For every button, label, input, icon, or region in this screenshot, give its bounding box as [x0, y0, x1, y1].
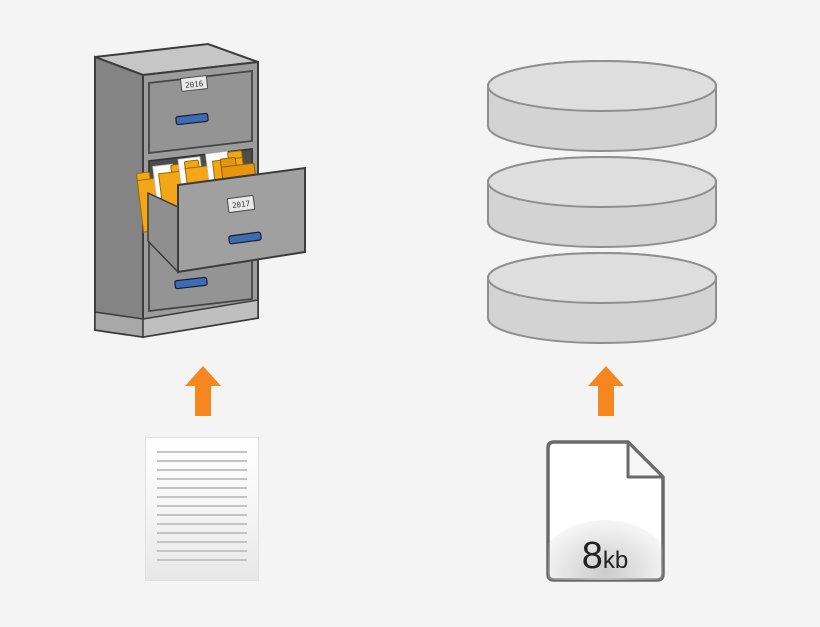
document-icon	[145, 437, 259, 581]
top-drawer-label: 2016	[185, 79, 204, 90]
open-drawer-front	[177, 166, 306, 274]
file-size-label: 8kb	[582, 535, 629, 577]
document-text-lines	[157, 451, 247, 565]
folded-corner	[626, 440, 665, 479]
cabinet-side-face	[94, 55, 144, 339]
file-size-icon: 8kb	[546, 440, 665, 582]
bottom-drawer-handle	[174, 276, 208, 290]
file-size-unit: kb	[603, 547, 628, 574]
top-drawer-handle	[175, 112, 209, 126]
database-segment-top	[487, 60, 717, 152]
open-drawer-label: 2017	[232, 199, 251, 210]
database-icon	[487, 60, 717, 344]
up-arrow-icon	[588, 366, 624, 416]
open-drawer-label-plate: 2017	[226, 194, 256, 214]
file-size-value: 8	[582, 535, 603, 577]
filing-cabinet-icon: 2016	[94, 42, 306, 339]
up-arrow-icon	[185, 366, 221, 416]
open-drawer-handle	[228, 231, 262, 245]
cabinet-base-front	[142, 299, 259, 338]
database-segment-middle	[487, 156, 717, 248]
file-shading	[548, 520, 663, 580]
open-drawer: 2017	[177, 166, 306, 274]
top-drawer: 2016	[148, 69, 253, 155]
up-arrow-shape	[588, 366, 624, 416]
up-arrow-shape	[185, 366, 221, 416]
top-drawer-label-plate: 2016	[180, 75, 209, 92]
database-segment-bottom	[487, 252, 717, 344]
